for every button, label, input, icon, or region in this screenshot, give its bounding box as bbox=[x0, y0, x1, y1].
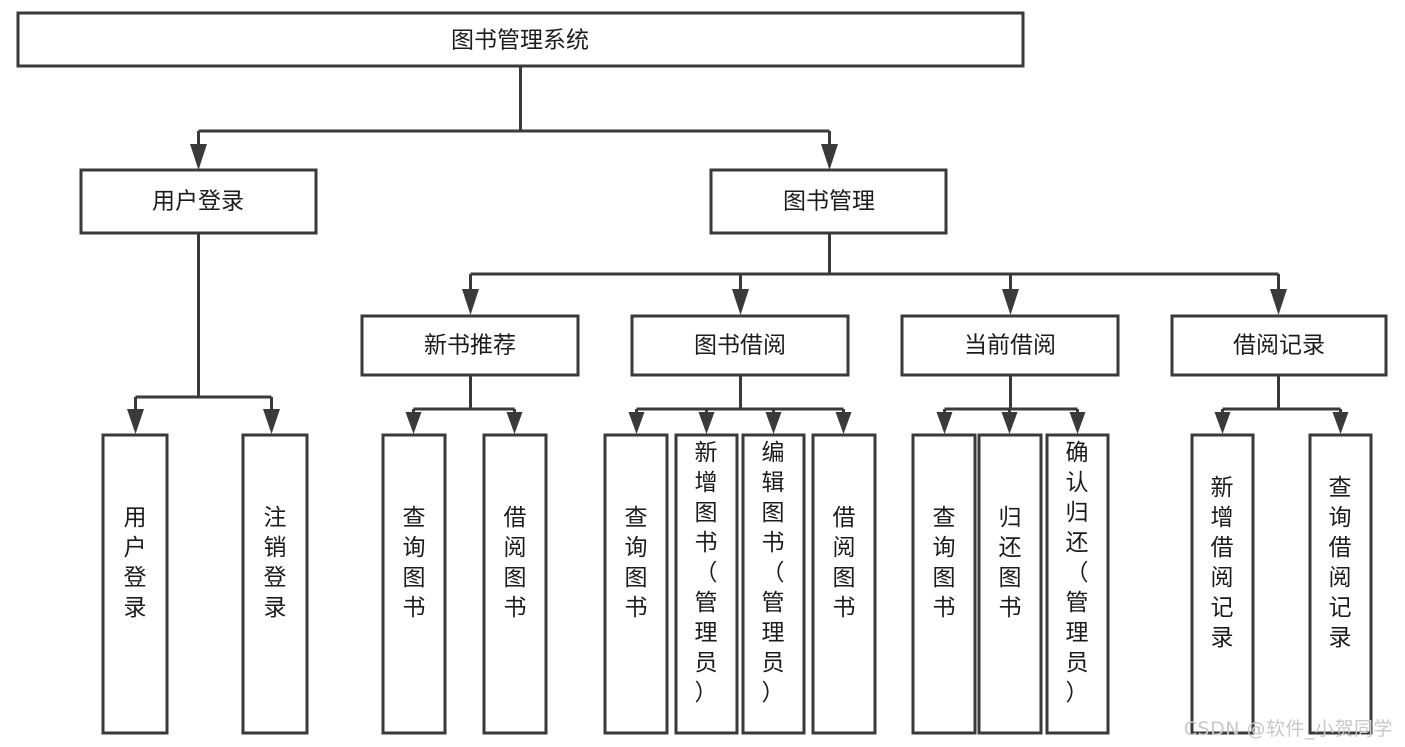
node-root-label: 图书管理系统 bbox=[451, 28, 589, 54]
arrow-head-leaf-edit-book bbox=[765, 412, 782, 434]
node-leaf-query-record[interactable]: 查询借阅记录 bbox=[1308, 433, 1373, 735]
node-book-manage[interactable]: 图书管理 bbox=[709, 168, 948, 235]
node-leaf-query-book-1[interactable]: 查询图书 bbox=[381, 433, 447, 735]
node-leaf-borrow-book-2[interactable]: 借阅图书 bbox=[811, 433, 877, 735]
node-root[interactable]: 图书管理系统 bbox=[16, 11, 1025, 68]
arrow-head-leaf-borrow-book-1 bbox=[506, 412, 523, 434]
node-new-book-rec-box[interactable] bbox=[360, 314, 580, 377]
node-leaf-add-record-label: 新增借阅记录 bbox=[1211, 475, 1234, 651]
node-leaf-user-login-label: 用户登录 bbox=[124, 505, 147, 621]
node-leaf-query-book-3-box[interactable] bbox=[911, 433, 977, 735]
arrow-head-leaf-query-book-3 bbox=[936, 412, 953, 434]
arrow-head-leaf-borrow-book-2 bbox=[835, 412, 852, 434]
node-leaf-add-book-label: 新增图书（管理员） bbox=[695, 440, 718, 706]
node-book-manage-label: 图书管理 bbox=[783, 189, 875, 215]
node-leaf-borrow-book-2-box[interactable] bbox=[811, 433, 877, 735]
node-leaf-query-book-2-label: 查询图书 bbox=[625, 505, 648, 621]
node-leaf-edit-book-label: 编辑图书（管理员） bbox=[762, 440, 785, 706]
arrow-head-leaf-add-record bbox=[1214, 412, 1231, 434]
node-user-login-box[interactable] bbox=[79, 168, 318, 235]
node-user-login-label: 用户登录 bbox=[152, 189, 244, 215]
node-leaf-return-book[interactable]: 归还图书 bbox=[977, 433, 1043, 735]
connectors bbox=[127, 66, 1349, 434]
node-current-borrow-label: 当前借阅 bbox=[964, 333, 1056, 359]
arrow-head-leaf-user-logout bbox=[263, 409, 280, 434]
node-leaf-query-record-box[interactable] bbox=[1308, 433, 1373, 735]
arrow-head-current-borrow bbox=[1002, 289, 1019, 315]
node-leaf-query-book-1-label: 查询图书 bbox=[403, 505, 426, 621]
node-leaf-query-book-3[interactable]: 查询图书 bbox=[911, 433, 977, 735]
node-leaf-confirm-return-box[interactable] bbox=[1045, 433, 1110, 735]
node-leaf-query-book-2-box[interactable] bbox=[603, 433, 669, 735]
node-leaf-borrow-book-1-label: 借阅图书 bbox=[504, 505, 527, 621]
node-current-borrow-box[interactable] bbox=[900, 314, 1120, 377]
node-leaf-add-book-box[interactable] bbox=[674, 433, 739, 735]
node-book-manage-box[interactable] bbox=[709, 168, 948, 235]
node-book-borrow-label: 图书借阅 bbox=[694, 333, 786, 359]
node-leaf-query-book-1-box[interactable] bbox=[381, 433, 447, 735]
node-leaf-query-book-3-label: 查询图书 bbox=[933, 505, 956, 621]
arrow-head-book-manage bbox=[821, 144, 838, 170]
arrow-head-leaf-query-record bbox=[1332, 412, 1349, 434]
node-leaf-return-book-label: 归还图书 bbox=[999, 505, 1022, 621]
node-leaf-borrow-book-1[interactable]: 借阅图书 bbox=[482, 433, 548, 735]
node-leaf-borrow-book-1-box[interactable] bbox=[482, 433, 548, 735]
node-book-borrow[interactable]: 图书借阅 bbox=[630, 314, 850, 377]
node-borrow-record-label: 借阅记录 bbox=[1233, 333, 1325, 359]
arrow-head-leaf-add-book bbox=[698, 412, 715, 434]
arrow-head-book-borrow bbox=[732, 289, 749, 315]
node-leaf-query-record-label: 查询借阅记录 bbox=[1329, 475, 1352, 651]
node-leaf-user-logout[interactable]: 注销登录 bbox=[241, 433, 309, 735]
node-leaf-borrow-book-2-label: 借阅图书 bbox=[833, 505, 856, 621]
node-borrow-record[interactable]: 借阅记录 bbox=[1170, 314, 1388, 377]
node-current-borrow[interactable]: 当前借阅 bbox=[900, 314, 1120, 377]
arrow-head-leaf-user-login bbox=[127, 409, 144, 434]
node-leaf-user-login-box[interactable] bbox=[101, 433, 169, 735]
arrow-head-borrow-record bbox=[1270, 289, 1287, 315]
node-leaf-user-logout-box[interactable] bbox=[241, 433, 309, 735]
node-new-book-rec-label: 新书推荐 bbox=[424, 333, 516, 359]
arrow-head-leaf-confirm-return bbox=[1069, 412, 1086, 434]
arrow-head-leaf-query-book-1 bbox=[405, 412, 422, 434]
node-root-box[interactable] bbox=[16, 11, 1025, 68]
node-user-login[interactable]: 用户登录 bbox=[79, 168, 318, 235]
node-leaf-add-record[interactable]: 新增借阅记录 bbox=[1190, 433, 1255, 735]
arrow-head-new-book-rec bbox=[462, 289, 479, 315]
arrow-head-leaf-query-book-2 bbox=[628, 412, 645, 434]
node-leaf-edit-book[interactable]: 编辑图书（管理员） bbox=[741, 433, 806, 735]
node-leaf-confirm-return-label: 确认归还（管理员） bbox=[1066, 440, 1089, 706]
node-leaf-query-book-2[interactable]: 查询图书 bbox=[603, 433, 669, 735]
node-book-borrow-box[interactable] bbox=[630, 314, 850, 377]
arrow-head-leaf-return-book bbox=[1001, 412, 1018, 434]
node-leaf-confirm-return[interactable]: 确认归还（管理员） bbox=[1045, 433, 1110, 735]
node-leaf-add-book[interactable]: 新增图书（管理员） bbox=[674, 433, 739, 735]
node-leaf-user-login[interactable]: 用户登录 bbox=[101, 433, 169, 735]
node-borrow-record-box[interactable] bbox=[1170, 314, 1388, 377]
node-leaf-return-book-box[interactable] bbox=[977, 433, 1043, 735]
arrow-head-user-login bbox=[190, 144, 207, 170]
node-leaf-edit-book-box[interactable] bbox=[741, 433, 806, 735]
node-leaf-add-record-box[interactable] bbox=[1190, 433, 1255, 735]
node-leaf-user-logout-label: 注销登录 bbox=[264, 505, 287, 621]
node-new-book-rec[interactable]: 新书推荐 bbox=[360, 314, 580, 377]
